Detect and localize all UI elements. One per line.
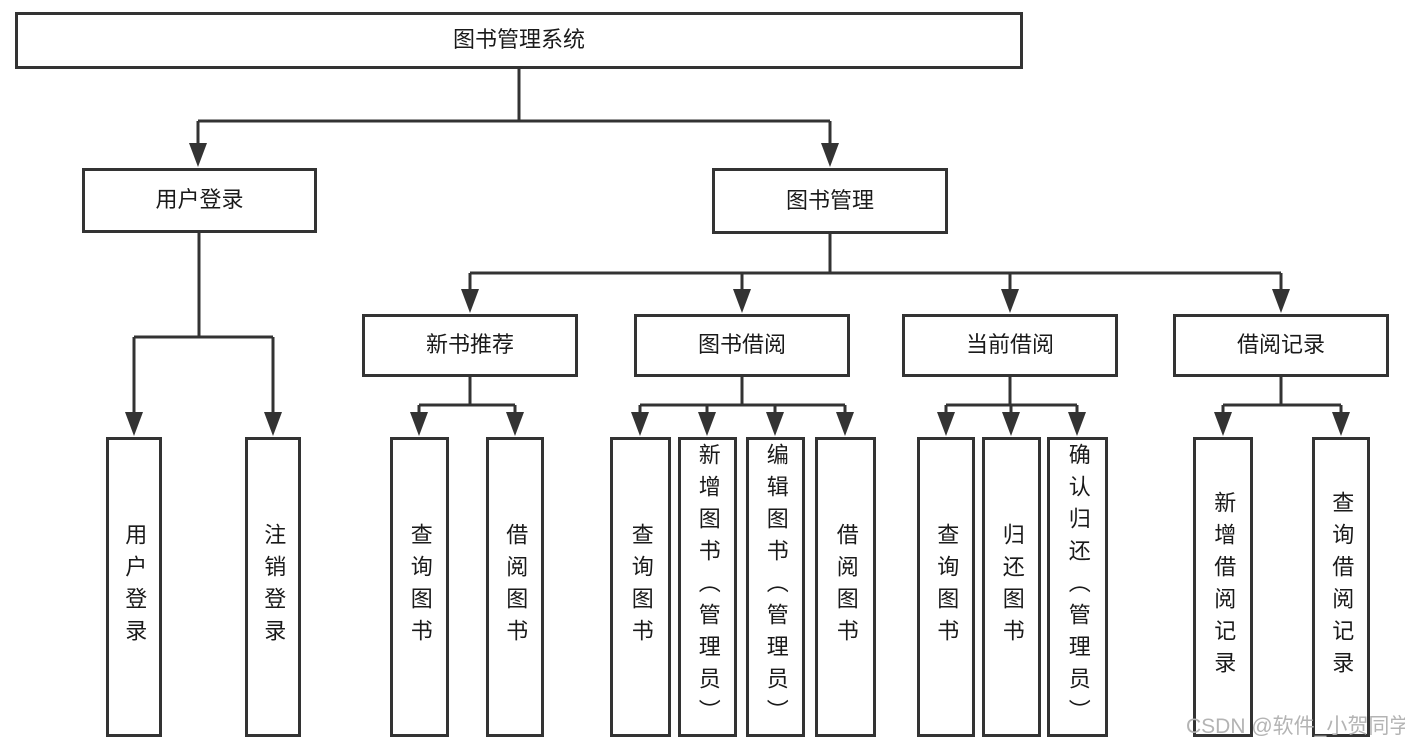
node-label: 查询图书 — [407, 523, 433, 651]
node-new-book-recommend: 新书推荐 — [362, 314, 578, 377]
node-label: 图书管理 — [785, 187, 874, 213]
leaf-query-borrow-record: 查询借阅记录 — [1312, 437, 1370, 737]
node-label: 新增借阅记录 — [1211, 491, 1237, 683]
leaf-query-books-borrowing: 查询图书 — [610, 437, 671, 737]
leaf-query-books-current: 查询图书 — [917, 437, 975, 737]
node-label: 查询借阅记录 — [1329, 491, 1355, 683]
node-user-login: 用户登录 — [82, 168, 317, 233]
leaf-query-books-recommend: 查询图书 — [390, 437, 449, 737]
node-label: 查询图书 — [934, 523, 960, 651]
node-label: 图书管理系统 — [452, 27, 585, 53]
node-label: 编辑图书（管理员） — [763, 443, 789, 731]
node-borrowing-records: 借阅记录 — [1173, 314, 1389, 377]
leaf-borrow-books-recommend: 借阅图书 — [486, 437, 544, 737]
node-label: 图书借阅 — [697, 332, 786, 358]
node-label: 归还图书 — [999, 523, 1025, 651]
leaf-user-login: 用户登录 — [106, 437, 162, 737]
node-label: 新增图书（管理员） — [695, 443, 721, 731]
node-book-management: 图书管理 — [712, 168, 948, 234]
leaf-return-books: 归还图书 — [982, 437, 1041, 737]
node-label: 当前借阅 — [965, 332, 1054, 358]
leaf-borrow-books-borrowing: 借阅图书 — [815, 437, 876, 737]
node-label: 确认归还（管理员） — [1065, 443, 1091, 731]
node-book-management-system: 图书管理系统 — [15, 12, 1023, 69]
node-label: 查询图书 — [628, 523, 654, 651]
csdn-watermark: CSDN @软件_小贺同学 — [1186, 715, 1405, 738]
node-label: 借阅图书 — [503, 523, 529, 651]
leaf-logout-login: 注销登录 — [245, 437, 301, 737]
node-label: 用户登录 — [122, 523, 148, 651]
node-current-borrowing: 当前借阅 — [902, 314, 1118, 377]
node-label: 借阅图书 — [833, 523, 859, 651]
leaf-confirm-return-admin: 确认归还（管理员） — [1047, 437, 1108, 737]
node-label: 用户登录 — [155, 187, 244, 213]
node-label: 借阅记录 — [1236, 332, 1325, 358]
leaf-add-books-admin: 新增图书（管理员） — [678, 437, 737, 737]
node-book-borrowing: 图书借阅 — [634, 314, 850, 377]
arrowheads — [125, 143, 1350, 436]
node-label: 新书推荐 — [425, 332, 514, 358]
leaf-add-borrow-record: 新增借阅记录 — [1193, 437, 1253, 737]
node-label: 注销登录 — [261, 523, 287, 651]
leaf-edit-books-admin: 编辑图书（管理员） — [746, 437, 805, 737]
